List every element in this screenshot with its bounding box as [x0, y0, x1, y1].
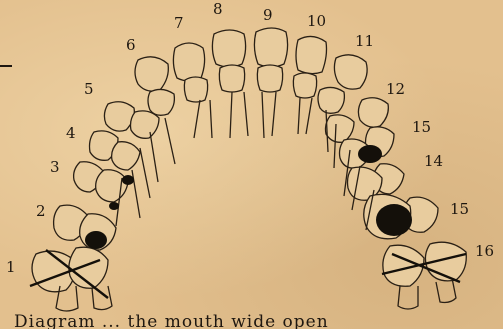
tooth-number-4: 4: [66, 124, 76, 142]
tooth-number-8: 8: [213, 0, 223, 18]
tooth-number-10: 10: [307, 12, 326, 30]
tooth-number-2: 2: [36, 202, 46, 220]
tooth-number-1: 1: [6, 258, 16, 276]
tooth-number-9: 9: [263, 6, 273, 24]
tooth-number-7: 7: [174, 14, 184, 32]
tooth-10: [296, 36, 327, 73]
tooth-number-14: 14: [424, 152, 443, 170]
tooth-8: [212, 30, 245, 67]
tooth-number-12: 12: [386, 80, 405, 98]
tooth-9: [254, 28, 287, 67]
tooth-number-15-upper: 15: [412, 118, 431, 136]
tooth-number-5: 5: [84, 80, 94, 98]
tooth-number-16: 16: [475, 242, 494, 260]
tooth-number-6: 6: [126, 36, 136, 54]
tooth-number-15-lower: 15: [450, 200, 469, 218]
tooth-5: [104, 102, 134, 131]
tooth-12: [358, 98, 388, 127]
tooth-number-11: 11: [355, 32, 374, 50]
tooth-7: [173, 43, 204, 81]
tooth-number-3: 3: [50, 158, 60, 176]
diagram-caption: Diagram ... the mouth wide open: [14, 312, 494, 329]
tooth-6: [135, 57, 168, 91]
tooth-11: [334, 55, 367, 89]
